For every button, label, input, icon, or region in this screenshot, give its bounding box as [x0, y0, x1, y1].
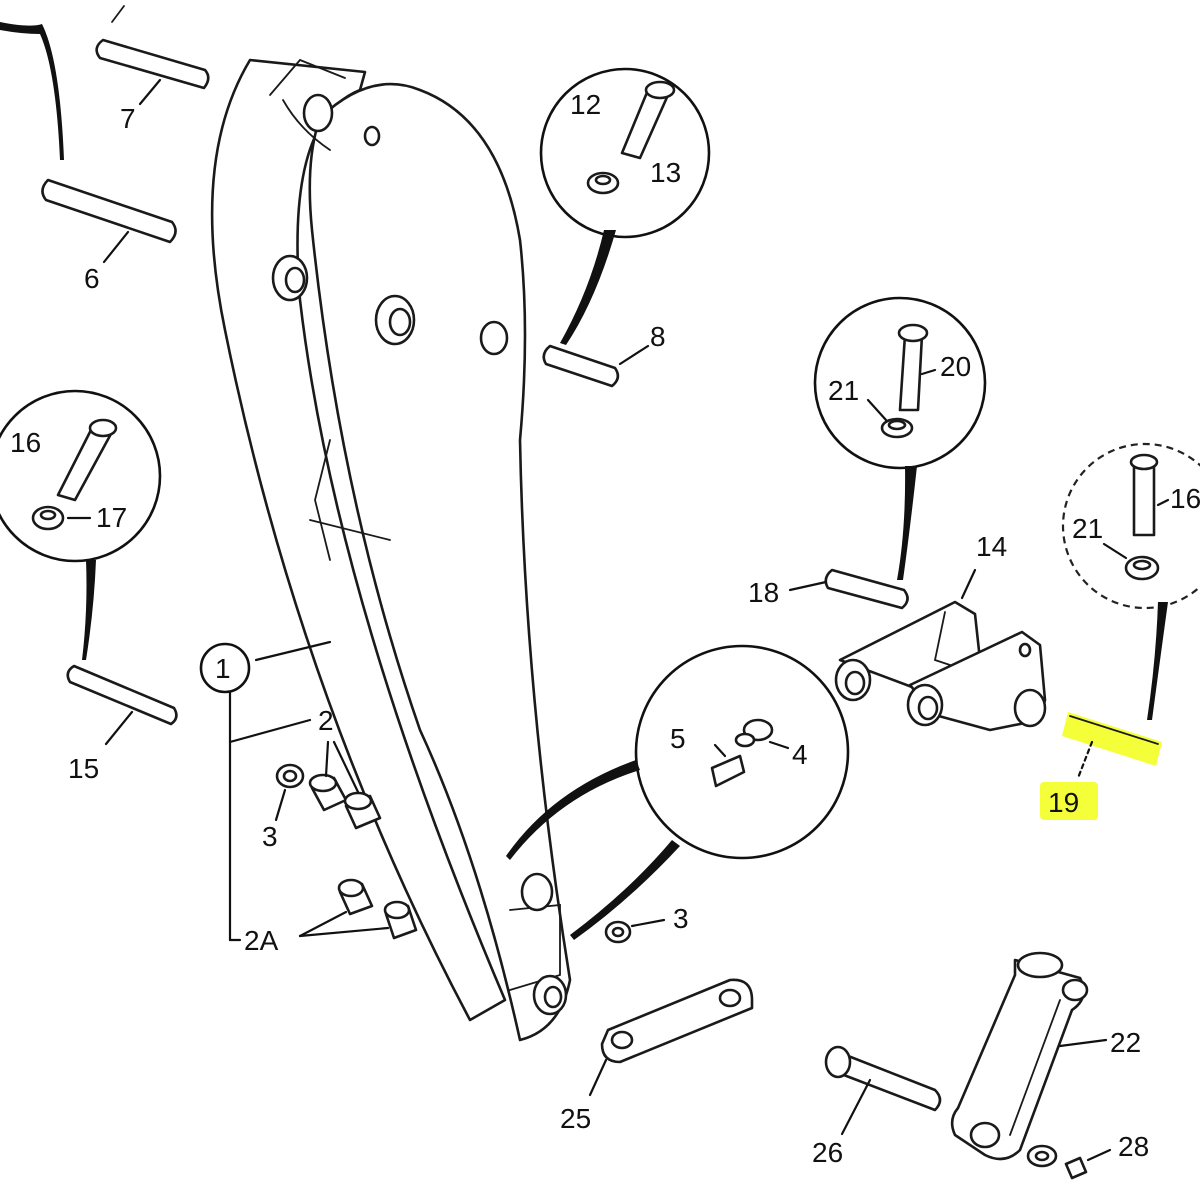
callout-1: 1: [215, 653, 231, 684]
callout-12: 12: [570, 89, 601, 120]
callout-18: 18: [748, 577, 779, 608]
washer-4: [734, 718, 774, 748]
nut-13: [586, 171, 620, 195]
washer-28: [1026, 1144, 1058, 1168]
bolt-16-right: [1129, 453, 1159, 537]
leader-wedge-19: [1147, 602, 1168, 720]
callout-7: 7: [120, 103, 136, 134]
callout-20: 20: [940, 351, 971, 382]
grease-fitting-5: [710, 754, 746, 788]
callout-13: 13: [650, 157, 681, 188]
callout-22: 22: [1110, 1027, 1141, 1058]
pin-7: [95, 38, 210, 90]
pin-6: [41, 178, 177, 244]
callout-21-upper: 21: [828, 375, 859, 406]
bushing-2a-b: [383, 900, 418, 940]
bolt-12: [620, 80, 676, 160]
bushing-3-left: [275, 763, 305, 789]
callout-26: 26: [812, 1137, 843, 1168]
callout-14: 14: [976, 531, 1007, 562]
washer-21-lower: [1124, 555, 1160, 581]
callout-2: 2: [318, 705, 334, 736]
detail-circle-20-21: [813, 296, 987, 470]
washer-21-upper: [880, 417, 914, 439]
hose-line: [0, 22, 64, 160]
detail-circle-4-5: [634, 644, 850, 860]
callout-circle-1: [199, 642, 251, 694]
callout-19-highlight: [1040, 782, 1098, 820]
bolt-16-left: [56, 418, 118, 502]
callout-28: 28: [1118, 1131, 1149, 1162]
link-plate-25: [600, 978, 754, 1064]
pin-8: [542, 344, 620, 388]
callout-16-left: 16: [10, 427, 41, 458]
bushing-2-a: [308, 773, 348, 812]
detail-circle-16-21-dashed: [1061, 442, 1200, 610]
leader-wedge-8: [560, 230, 616, 345]
boom-arm: [210, 58, 572, 1042]
callout-5: 5: [670, 723, 686, 754]
callout-8: 8: [650, 321, 666, 352]
pin-19: [1062, 712, 1162, 766]
callout-25: 25: [560, 1103, 591, 1134]
nut-17: [31, 505, 65, 531]
callout-16-right: 16: [1170, 483, 1200, 514]
pin-26: [824, 1045, 942, 1112]
callout-19: 19: [1048, 787, 1079, 818]
callout-3-right: 3: [673, 903, 689, 934]
leader-wedge-15: [82, 560, 96, 660]
link-22: [950, 951, 1089, 1161]
fitting-28: [1064, 1156, 1088, 1180]
bushing-3-right: [604, 920, 632, 944]
leader-curve-upper: [506, 760, 640, 860]
callout-15: 15: [68, 753, 99, 784]
callout-2A: 2A: [244, 925, 279, 956]
callout-17: 17: [96, 502, 127, 533]
pin-15: [66, 664, 178, 726]
leader-curve-lower: [570, 840, 680, 940]
bushing-2-b: [343, 791, 382, 830]
callout-3-left: 3: [262, 821, 278, 852]
bolt-20: [897, 323, 929, 412]
callout-21-lower: 21: [1072, 513, 1103, 544]
hose-line-tip: [111, 5, 125, 23]
leader-wedge-18: [897, 466, 917, 580]
bracket-14: [834, 600, 1047, 732]
callout-6: 6: [84, 263, 100, 294]
callout-4: 4: [792, 739, 808, 770]
pin-18: [824, 568, 909, 610]
bushing-2a-a: [337, 878, 374, 916]
